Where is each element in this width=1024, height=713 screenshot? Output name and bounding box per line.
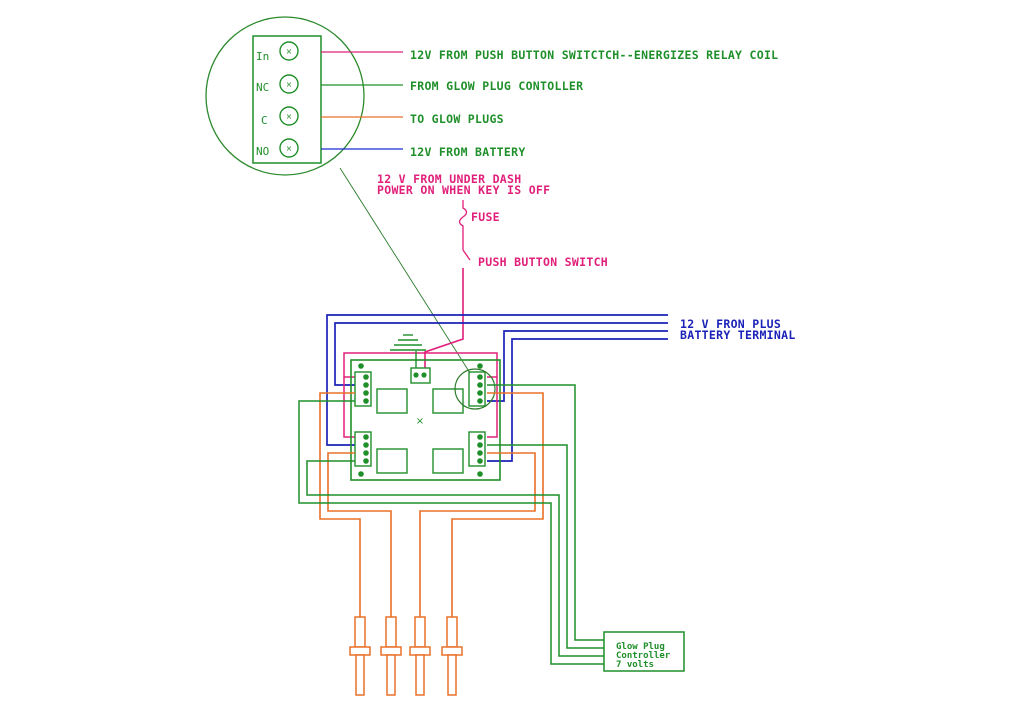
relay-3 [376, 448, 408, 474]
battery-label-line1: 12 V FRON PLUS [680, 317, 781, 331]
pin-label: In [256, 50, 269, 63]
relay-4 [432, 448, 464, 474]
terminal-block-2 [468, 371, 486, 407]
screw-terminal-icon [279, 41, 299, 61]
pin-label: NO [256, 145, 269, 158]
terminal-block-3 [354, 431, 372, 467]
ground-icon [390, 334, 426, 368]
screw-terminal-icon [477, 390, 483, 396]
pin-no-description: 12V FROM BATTERY [410, 145, 526, 159]
pin-c-description: TO GLOW PLUGS [410, 112, 504, 126]
glow-plug-icon [409, 616, 431, 696]
screw-x-icon: × [286, 144, 293, 153]
dash-power-circuit: 12 V FROM UNDER DASH POWER ON WHEN KEY I… [377, 172, 608, 368]
pin-label: C [261, 114, 268, 127]
push-button-switch-icon [462, 249, 471, 261]
board-outline [350, 359, 501, 481]
screw-terminal-icon [279, 106, 299, 126]
battery-label-line2: BATTERY TERMINAL [680, 328, 796, 342]
screw-x-icon: × [286, 112, 293, 121]
board-callout-circle [454, 368, 496, 410]
screw-terminal-icon [363, 374, 369, 380]
glow-plug-icon [349, 616, 371, 696]
glow-plugs [349, 616, 463, 696]
glow-plug-wires [319, 392, 544, 630]
pin-no: NO × 12V FROM BATTERY [256, 138, 526, 159]
power-connector [410, 367, 431, 384]
screw-terminal-icon [363, 398, 369, 404]
terminal-block-1 [354, 371, 372, 407]
relay-1 [376, 388, 408, 414]
pin-c: C × TO GLOW PLUGS [261, 106, 504, 127]
controller-line1: Glow Plug [616, 642, 665, 652]
relay-board: × [350, 334, 501, 481]
screw-terminal-icon [477, 398, 483, 404]
screw-terminal-icon [477, 442, 483, 448]
screw-terminal-icon [279, 74, 299, 94]
push-button-switch-label: PUSH BUTTON SWITCH [478, 255, 608, 269]
fuse-label: FUSE [471, 210, 500, 224]
glow-plug-controller: Glow Plug Controller 7 volts [603, 631, 685, 672]
controller-wires [298, 384, 604, 665]
screw-x-icon: × [286, 80, 293, 89]
screw-terminal-icon [477, 434, 483, 440]
fuse-icon [458, 200, 468, 236]
controller-line3: 7 volts [616, 660, 654, 670]
terminal-block-4 [468, 431, 486, 467]
relay-terminal-block [252, 35, 322, 164]
mounting-hole-icon [358, 471, 364, 477]
board-center-mark: × [416, 416, 424, 427]
dash-power-line1: 12 V FROM UNDER DASH [377, 172, 521, 186]
glow-plug-icon [380, 616, 402, 696]
glow-plug-icon [441, 616, 463, 696]
mounting-hole-icon [358, 363, 364, 369]
relay-detail-callout: In × 12V FROM PUSH BUTTON SWITCTCH--ENER… [205, 16, 778, 374]
screw-x-icon: × [286, 47, 293, 56]
mounting-hole-icon [477, 363, 483, 369]
screw-terminal-icon [363, 458, 369, 464]
screw-terminal-icon [363, 442, 369, 448]
mounting-hole-icon [477, 471, 483, 477]
screw-terminal-icon [363, 390, 369, 396]
callout-leader-line [339, 167, 471, 374]
screw-terminal-icon [477, 450, 483, 456]
screw-terminal-icon [363, 450, 369, 456]
screw-terminal-icon [279, 138, 299, 158]
pin-in-description: 12V FROM PUSH BUTTON SWITCTCH--ENERGIZES… [410, 48, 778, 62]
pin-in: In × 12V FROM PUSH BUTTON SWITCTCH--ENER… [256, 41, 778, 63]
screw-terminal-icon [363, 434, 369, 440]
screw-terminal-icon [363, 382, 369, 388]
magnifier-circle [205, 16, 365, 176]
pin-label: NC [256, 81, 269, 94]
pin-nc-description: FROM GLOW PLUG CONTOLLER [410, 79, 583, 93]
dash-power-line2: POWER ON WHEN KEY IS OFF [377, 183, 550, 197]
controller-box [603, 631, 685, 672]
relay-2 [432, 388, 464, 414]
screw-terminal-icon [477, 382, 483, 388]
screw-terminal-icon [477, 458, 483, 464]
pin-nc: NC × FROM GLOW PLUG CONTOLLER [256, 74, 583, 94]
controller-line2: Controller [616, 651, 671, 661]
screw-terminal-icon [477, 374, 483, 380]
